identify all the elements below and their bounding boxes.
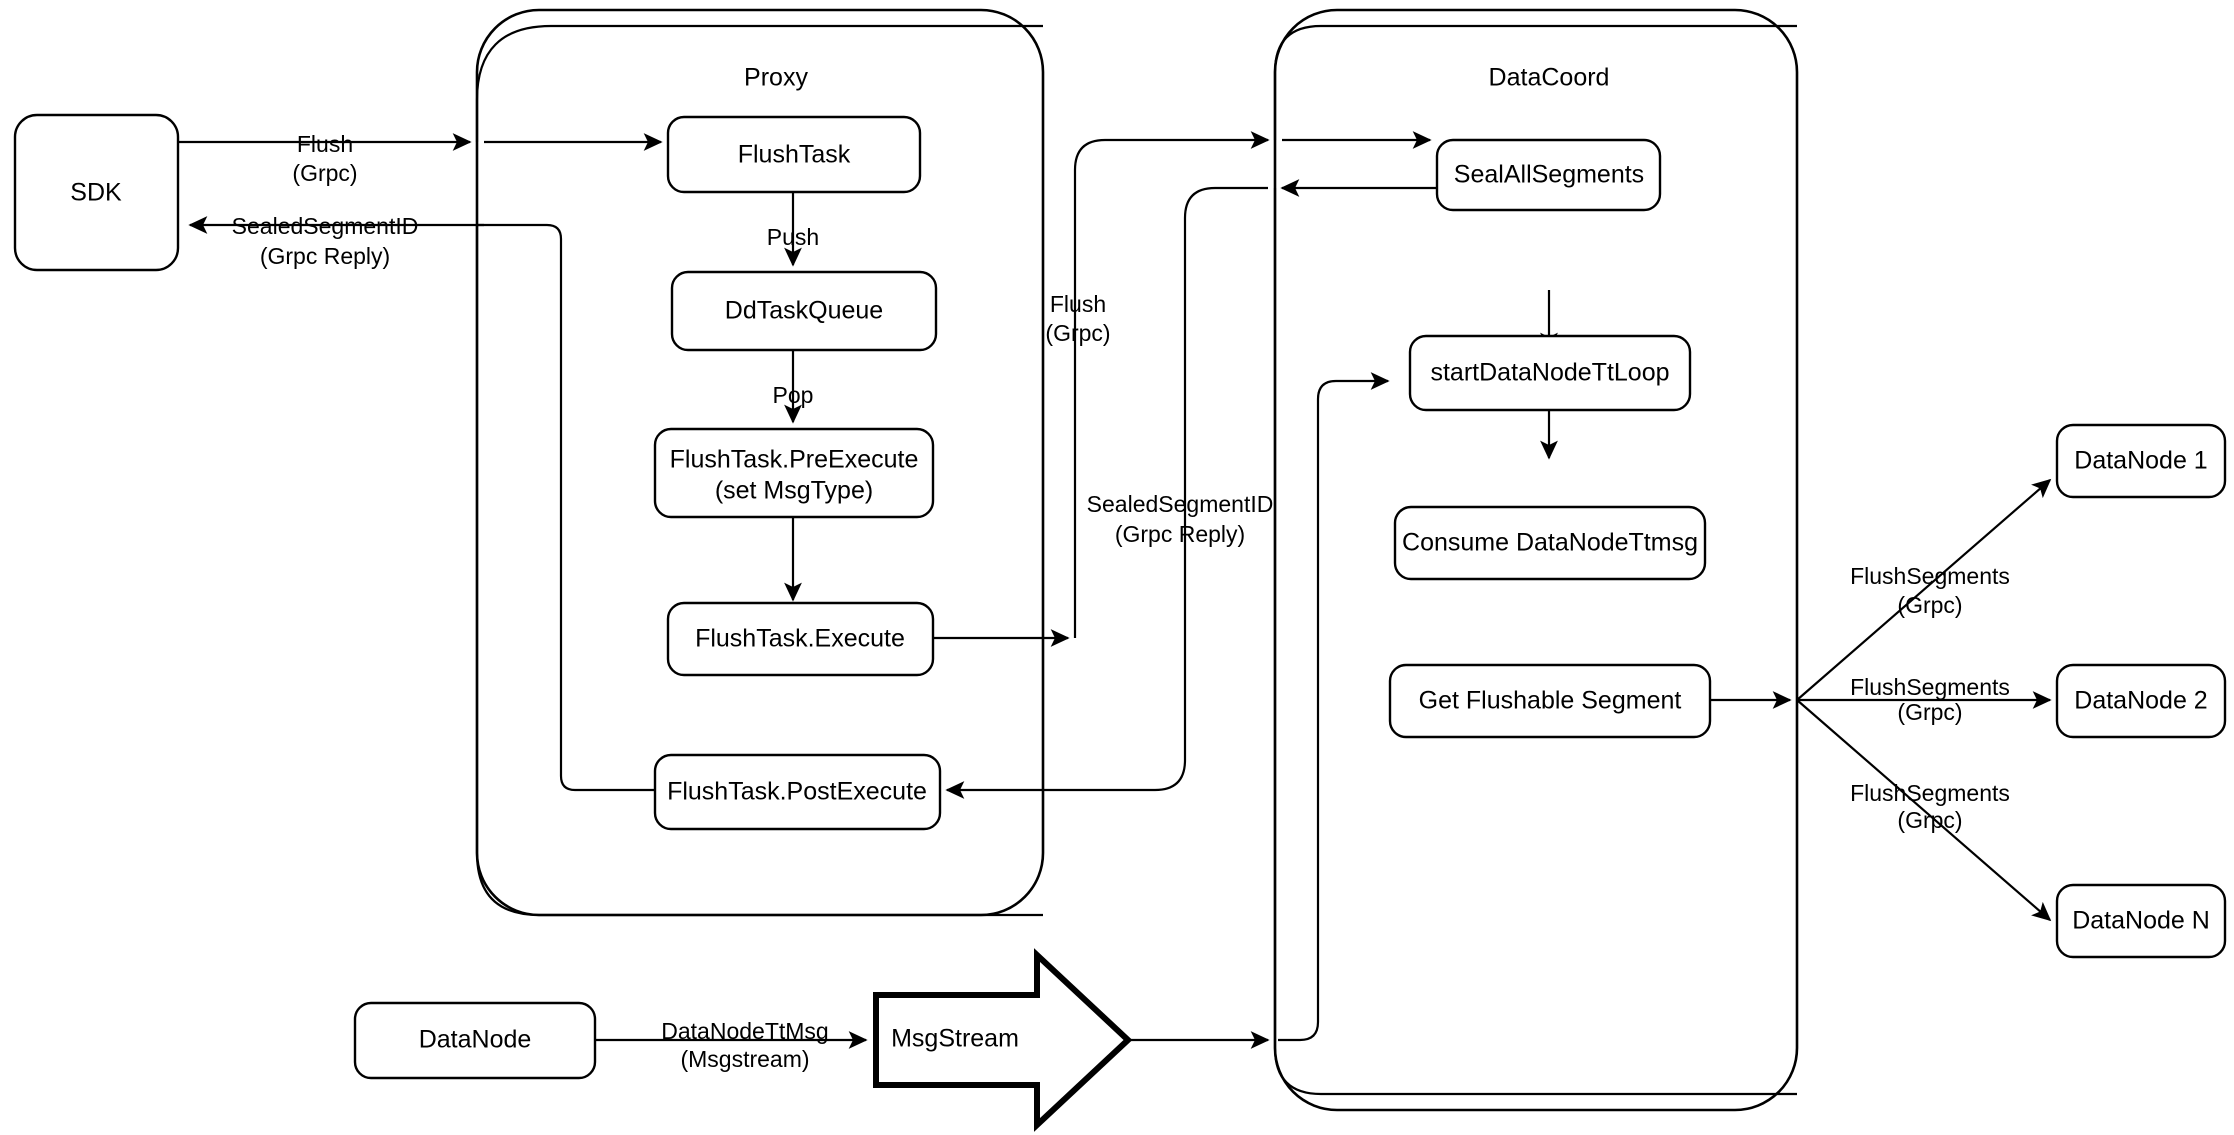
edge-label-dc-reply-line1: SealedSegmentID [1087, 491, 1274, 517]
datacoord-container-label: DataCoord [1489, 64, 1610, 92]
edge-label-flushsegments-1: FlushSegments (Grpc) [1850, 563, 2010, 618]
edge-label-proxy-to-sdk: SealedSegmentID (Grpc Reply) [232, 213, 419, 269]
edge-label-datanode-ttmsg-line2: (Msgstream) [680, 1046, 809, 1072]
edge-postexecute-to-sdk-rail [478, 223, 655, 792]
edge-label-flushsegments-1-line2: (Grpc) [1897, 592, 1962, 618]
node-flushtask[interactable]: FlushTask [666, 115, 922, 194]
edge-proxy-to-datacoord-flush [1073, 131, 1270, 638]
edge-label-proxy-to-datacoord-flush: Flush (Grpc) [1045, 291, 1110, 346]
node-datanode-source[interactable]: DataNode [353, 1001, 597, 1080]
edge-label-datacoord-to-proxy-reply: SealedSegmentID (Grpc Reply) [1087, 491, 1274, 547]
node-msgstream-arrow-shape [873, 948, 1133, 1132]
node-sdk[interactable]: SDK [13, 113, 180, 272]
edge-fanout-to-datanode-1 [1796, 478, 2052, 701]
edge-proxy-bottom-rail [475, 225, 1043, 917]
edge-label-sdk-to-proxy: Flush (Grpc) [292, 131, 357, 186]
node-get-flushable-segment-rect [1388, 663, 1712, 739]
edge-label-flushsegments-1-line1: FlushSegments [1850, 563, 2010, 589]
proxy-container-label: Proxy [744, 64, 808, 92]
edge-label-dc-flush-line2: (Grpc) [1045, 320, 1110, 346]
node-sealallsegments-label: SealAllSegments [1454, 161, 1644, 189]
edge-label-dc-flush-line1: Flush [1050, 291, 1106, 317]
edge-label-dc-reply-line2: (Grpc Reply) [1115, 521, 1245, 547]
node-get-flushable-segment-label: Get Flushable Segment [1419, 687, 1682, 715]
edge-label-sealedsegmentid-line2: (Grpc Reply) [260, 243, 390, 269]
node-consume-datanodettmsg-label: Consume DataNodeTtmsg [1402, 529, 1698, 557]
edge-label-sealedsegmentid-line1: SealedSegmentID [232, 213, 419, 239]
node-flushtask-execute[interactable]: FlushTask.Execute [666, 601, 935, 677]
edge-label-flushsegments-2-line2: (Grpc) [1897, 699, 1962, 725]
node-datanode-source-label: DataNode [419, 1026, 532, 1054]
node-flushtask-postexecute-label: FlushTask.PostExecute [667, 778, 927, 806]
node-datanode-2-label: DataNode 2 [2074, 687, 2207, 715]
node-flushtask-postexecute[interactable]: FlushTask.PostExecute [653, 753, 942, 831]
node-sdk-label: SDK [70, 179, 122, 207]
node-consume-datanodettmsg-rect [1393, 505, 1707, 581]
node-datanode-2[interactable]: DataNode 2 [2055, 663, 2227, 739]
node-flushtask-preexecute-label-line1: FlushTask.PreExecute [670, 446, 919, 474]
edge-label-datanode-ttmsg: DataNodeTtMsg (Msgstream) [661, 1018, 828, 1072]
edge-label-push: Push [767, 224, 819, 250]
node-datanode-n-rect [2055, 883, 2227, 959]
node-sealallsegments-rect [1435, 138, 1662, 212]
node-startdatanodettloop[interactable]: startDataNodeTtLoop [1408, 334, 1692, 412]
node-flushtask-preexecute-rect [653, 427, 935, 519]
edge-label-flushsegments-2: FlushSegments (Grpc) [1850, 674, 2010, 725]
edge-datacoord-bottom-rail [1273, 188, 1797, 1096]
node-datanode-n[interactable]: DataNode N [2055, 883, 2227, 959]
node-startdatanodettloop-rect [1408, 334, 1692, 412]
node-datanode-1-rect [2055, 423, 2227, 499]
node-datanode-source-rect [353, 1001, 597, 1080]
node-flushtask-rect [666, 115, 922, 194]
node-datanode-1-label: DataNode 1 [2074, 447, 2207, 475]
node-datanode-1[interactable]: DataNode 1 [2055, 423, 2227, 499]
edge-label-flushsegments-2-line1: FlushSegments [1850, 674, 2010, 700]
node-msgstream-label: MsgStream [891, 1025, 1019, 1053]
node-ddtaskqueue-label: DdTaskQueue [725, 297, 883, 325]
node-startdatanodettloop-label: startDataNodeTtLoop [1430, 359, 1669, 387]
node-datanode-n-label: DataNode N [2072, 907, 2210, 935]
node-sdk-rect [13, 113, 180, 272]
node-flushtask-execute-label: FlushTask.Execute [695, 625, 905, 653]
edge-label-flushsegments-n-line1: FlushSegments [1850, 780, 2010, 806]
edge-label-pop: Pop [773, 382, 814, 408]
edge-label-flushsegments-n: FlushSegments (Grpc) [1850, 780, 2010, 833]
node-get-flushable-segment[interactable]: Get Flushable Segment [1388, 663, 1712, 739]
node-consume-datanodettmsg[interactable]: Consume DataNodeTtmsg [1393, 505, 1707, 581]
node-ddtaskqueue[interactable]: DdTaskQueue [670, 270, 938, 352]
node-msgstream[interactable]: MsgStream [873, 948, 1133, 1132]
node-flushtask-preexecute[interactable]: FlushTask.PreExecute (set MsgType) [653, 427, 935, 519]
edge-proxy-top-rail [475, 24, 1043, 142]
node-flushtask-label: FlushTask [738, 141, 851, 169]
edge-label-datanode-ttmsg-line1: DataNodeTtMsg [661, 1018, 828, 1044]
node-ddtaskqueue-rect [670, 270, 938, 352]
node-datanode-2-rect [2055, 663, 2227, 739]
edge-datacoord-bottom-to-consume [1278, 372, 1390, 1042]
node-flushtask-postexecute-rect [653, 753, 942, 831]
edge-datacoord-top-rail [1273, 24, 1797, 140]
node-sealallsegments[interactable]: SealAllSegments [1435, 138, 1662, 212]
edge-datacoord-to-postexecute-sealedsegmentid [945, 186, 1268, 799]
edge-label-flushsegments-n-line2: (Grpc) [1897, 807, 1962, 833]
edge-fanout-to-datanode-n [1796, 699, 2052, 922]
edge-label-flush-line2: (Grpc) [292, 160, 357, 186]
node-flushtask-execute-rect [666, 601, 935, 677]
node-flushtask-preexecute-label-line2: (set MsgType) [715, 477, 873, 505]
edge-label-flush-line1: Flush [297, 131, 353, 157]
